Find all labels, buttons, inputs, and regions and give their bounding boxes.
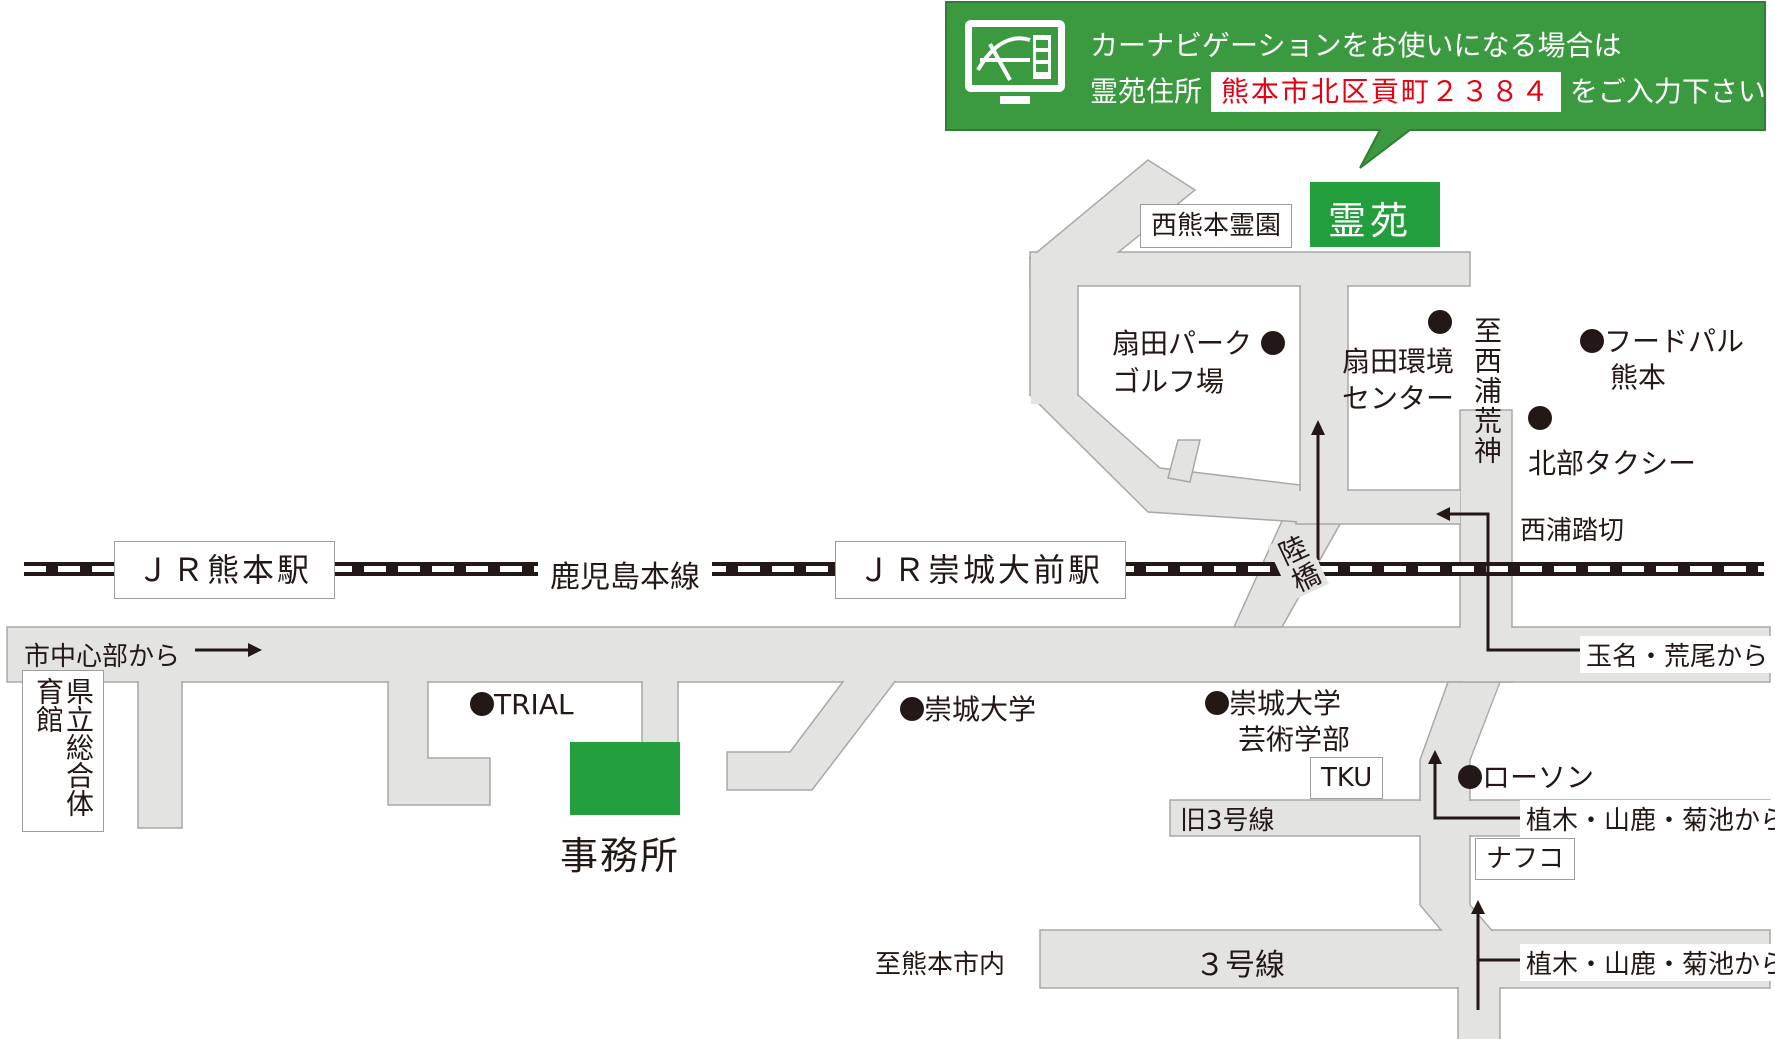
env-center-marker	[1428, 310, 1452, 336]
rail-line-label: 鹿児島本線	[538, 552, 712, 596]
golf-label-1: 扇田パーク	[1112, 322, 1285, 362]
trial-label: TRIAL	[470, 688, 574, 721]
food-pal-label-2: 熊本	[1610, 361, 1667, 394]
sojo-univ-label: 崇城大学	[900, 688, 1036, 728]
sojo-art-label-1: 崇城大学	[1205, 682, 1341, 722]
from-ueki-label-2: 植木・山鹿・菊池から	[1520, 944, 1775, 981]
lawson-marker-icon	[1458, 765, 1482, 789]
env-center-label-2: センター	[1342, 382, 1455, 415]
to-nishiura-label: 至西浦荒神	[1470, 316, 1503, 466]
reien-box	[1310, 182, 1440, 247]
gym-label: 県立総合体育館	[22, 670, 104, 832]
hokubu-taxi-label: 北部タクシー	[1528, 447, 1697, 480]
nafco-label: ナフコ	[1475, 838, 1576, 880]
tku-label: TKU	[1310, 757, 1384, 799]
from-ueki-label-1: 植木・山鹿・菊池から	[1520, 800, 1775, 837]
office-box	[570, 742, 680, 815]
old-route3-label: 旧3号線	[1180, 806, 1275, 836]
station-kumamoto: ＪＲ熊本駅	[114, 541, 336, 599]
destination-label: 霊苑	[1328, 199, 1413, 243]
address-highlight: 熊本市北区貢町２３８４	[1210, 72, 1561, 112]
hokubu-taxi-marker	[1528, 406, 1552, 432]
hokubu-taxi-marker-icon	[1528, 406, 1552, 430]
office-label: 事務所	[560, 834, 681, 878]
food-pal-marker-icon	[1580, 329, 1604, 353]
sojo-univ-marker-icon	[900, 697, 924, 721]
golf-label-2: ゴルフ場	[1112, 365, 1225, 398]
nishiura-crossing-label: 西浦踏切	[1520, 516, 1625, 546]
food-pal-label-1: フードパル	[1580, 320, 1744, 360]
trial-marker-icon	[470, 692, 494, 716]
route3-label: ３号線	[1195, 948, 1285, 983]
station-sojo: ＪＲ崇城大前駅	[835, 541, 1127, 599]
direction-arrows	[195, 420, 1590, 1010]
nav-callout-line2: 霊苑住所 熊本市北区貢町２３８４ をご入力下さい	[1090, 70, 1766, 112]
sojo-art-label-2: 芸術学部	[1238, 723, 1351, 756]
to-city-label: 至熊本市内	[875, 950, 1006, 980]
env-center-label-1: 扇田環境	[1342, 345, 1455, 378]
sojo-art-marker-icon	[1205, 691, 1229, 715]
nishi-kumamoto-cemetery-label: 西熊本霊園	[1140, 204, 1293, 248]
env-center-marker-icon	[1428, 310, 1452, 334]
golf-marker-icon	[1260, 331, 1285, 355]
nav-callout-line1: カーナビゲーションをお使いになる場合は	[1090, 29, 1622, 62]
from-city-center-label: 市中心部から	[24, 642, 181, 672]
car-navigation-icon	[965, 20, 1065, 104]
from-tamana-label: 玉名・荒尾から	[1580, 636, 1775, 673]
lawson-label: ローソン	[1458, 756, 1594, 796]
